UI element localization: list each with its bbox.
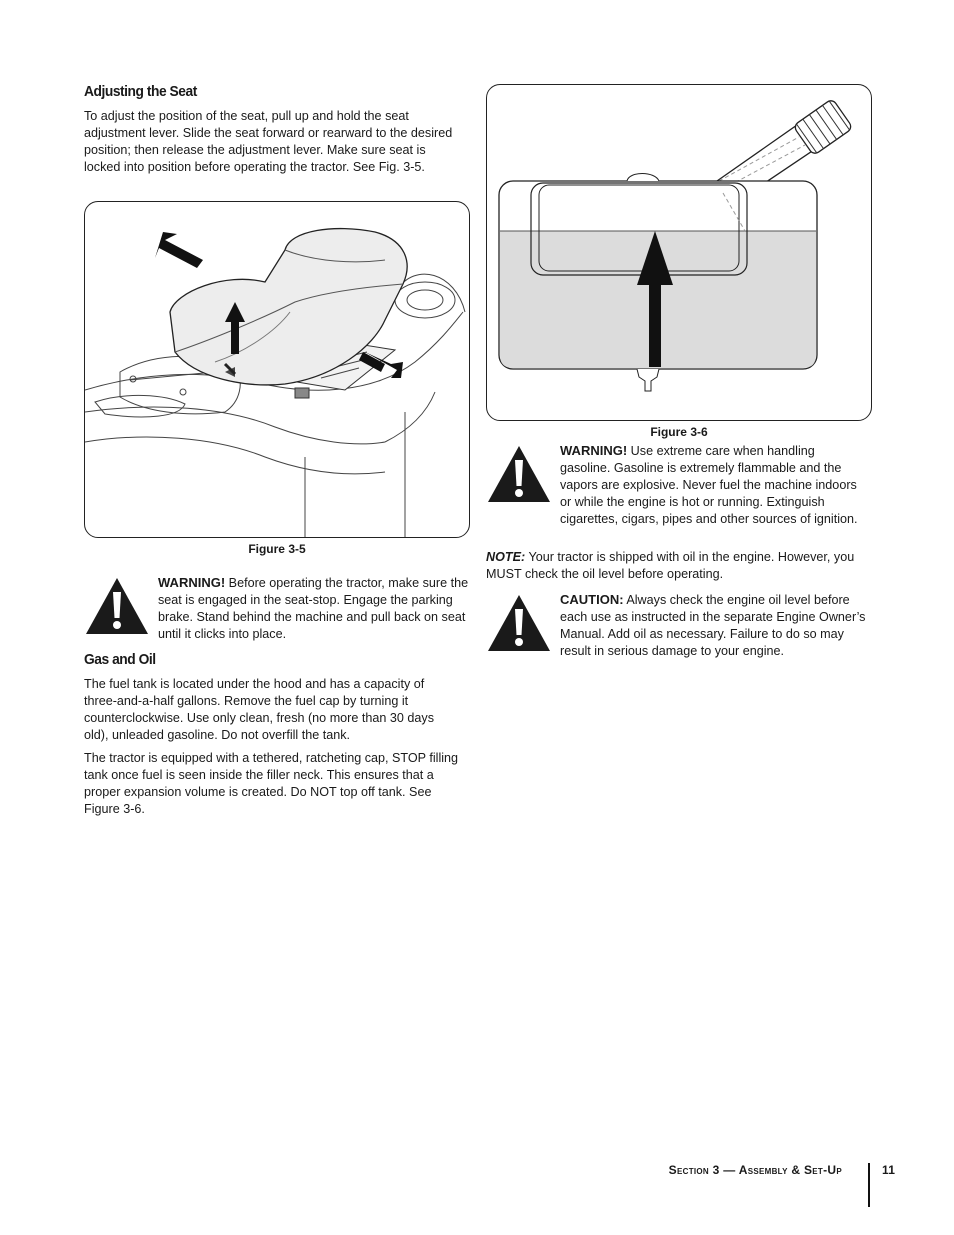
seat-figure-caption: Figure 3-5 (248, 542, 306, 556)
seat-figure (84, 201, 470, 538)
seat-warning-lead: WARNING! (158, 575, 226, 590)
footer-divider (868, 1163, 870, 1207)
oil-note-text: Your tractor is shipped with oil in the … (486, 550, 855, 581)
fuel-figure-caption: Figure 3-6 (650, 425, 708, 439)
oil-caution-text: Always check the engine oil level before… (560, 593, 866, 658)
oil-caution: CAUTION: Always check the engine oil lev… (560, 591, 872, 660)
warning-triangle-icon (488, 595, 550, 651)
footer-section-title: Section 3 — Assembly & Set-Up (668, 1163, 842, 1177)
warning-triangle-icon (488, 446, 550, 502)
page-number: 11 (882, 1163, 896, 1177)
seat-heading: Adjusting the Seat (84, 83, 197, 100)
seat-illustration (85, 227, 466, 537)
oil-note-lead: NOTE: (486, 550, 526, 564)
gas-para-2: The tractor is equipped with a tethered,… (84, 751, 459, 816)
fuel-warning-lead: WARNING! (560, 443, 628, 458)
gas-para-1: The fuel tank is located under the hood … (84, 677, 434, 742)
gas-oil-heading: Gas and Oil (84, 651, 156, 668)
warning-triangle-icon (86, 578, 148, 634)
seat-warning: WARNING! Before operating the tractor, m… (158, 574, 470, 643)
fuel-tank-figure (486, 84, 872, 421)
fuel-tank-illustration (498, 100, 852, 392)
fuel-warning-text: Use extreme care when handling gasoline.… (560, 444, 858, 526)
oil-note: NOTE: Your tractor is shipped with oil i… (486, 549, 858, 583)
seat-warning-text: Before operating the tractor, make sure … (158, 576, 469, 641)
oil-caution-lead: CAUTION: (560, 592, 624, 607)
seat-body: To adjust the position of the seat, pull… (84, 109, 453, 174)
fuel-warning: WARNING! Use extreme care when handling … (560, 442, 866, 528)
